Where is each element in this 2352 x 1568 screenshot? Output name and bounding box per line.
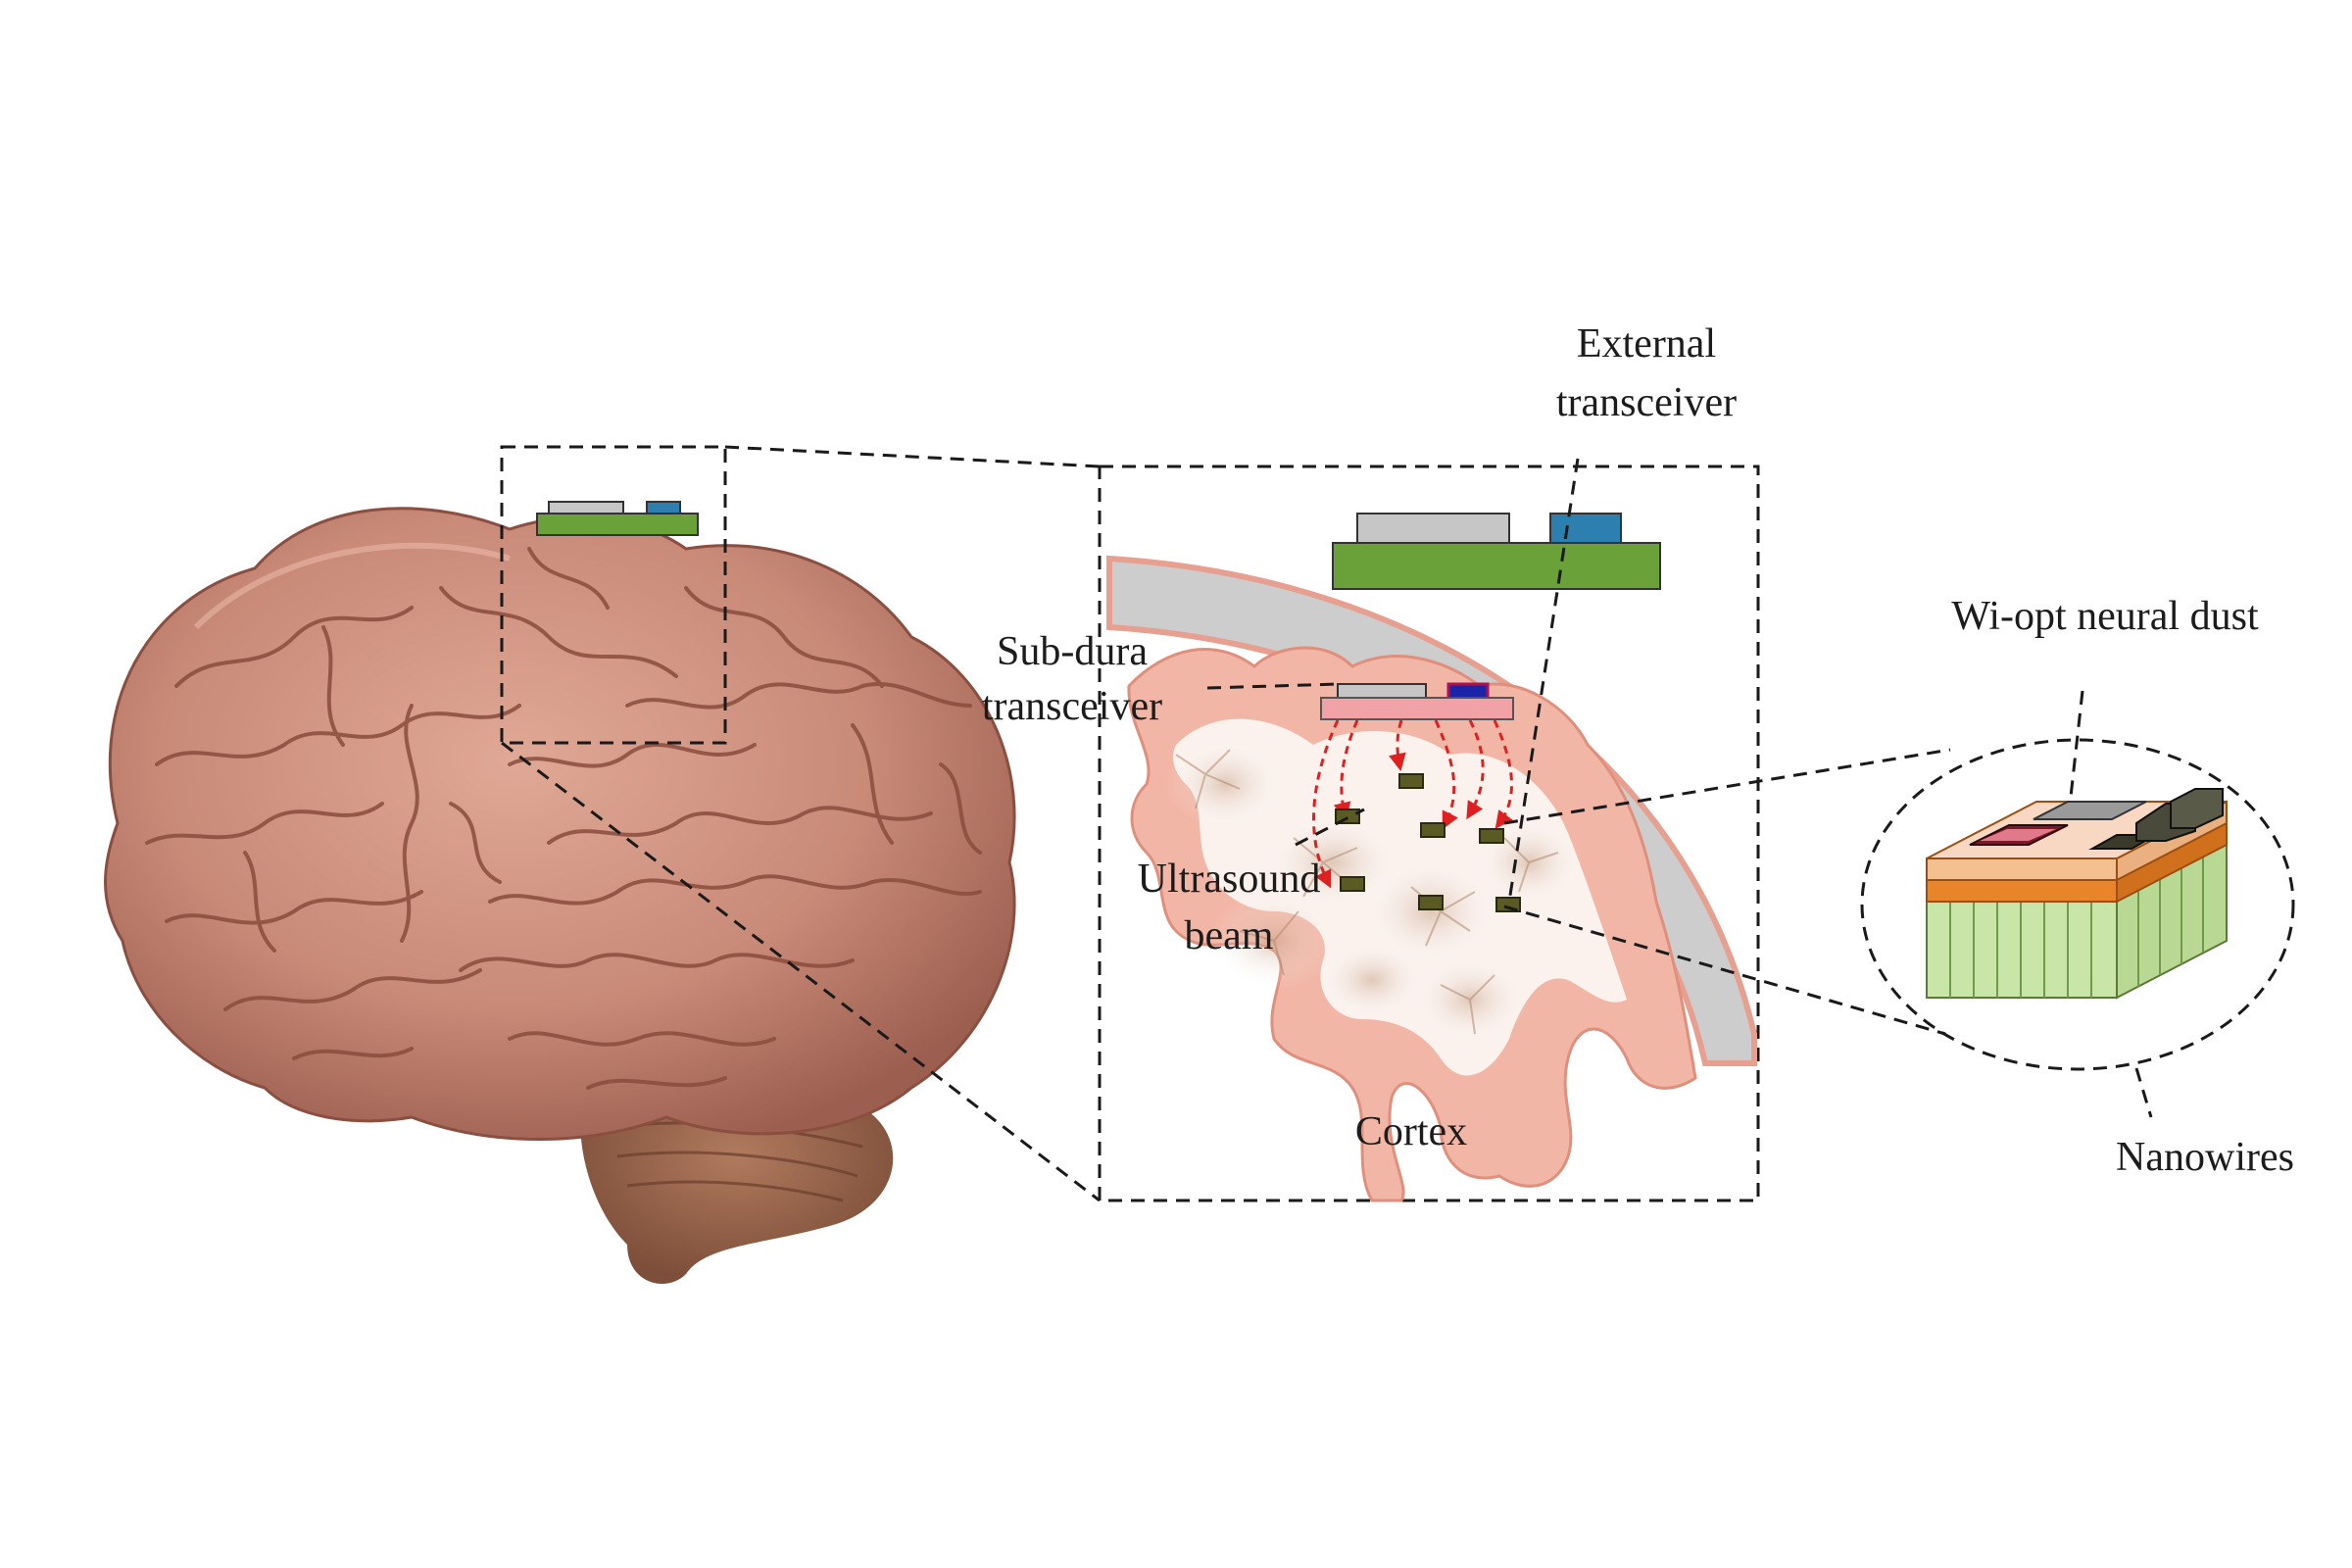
label-ultrasound-line2: beam: [1185, 913, 1274, 958]
label-neural-dust: Wi-opt neural dust: [1951, 594, 2259, 639]
leader-lines: [1206, 458, 2153, 1118]
neural-dust-motes: [1335, 773, 1521, 912]
cortex-cross-section: [1106, 513, 1757, 1202]
label-subdura-line1: Sub-dura: [997, 629, 1148, 674]
zoom-connectors: [501, 445, 1101, 1202]
neural-dust-device: [1926, 788, 2228, 1000]
subdura-transceiver: [1320, 682, 1514, 720]
small-board: [536, 513, 699, 536]
board-green: [1332, 542, 1661, 590]
cerebrum: [104, 507, 1016, 1141]
chip-blue: [1549, 513, 1622, 546]
subdura-board: [1320, 697, 1514, 720]
chip-gray: [1356, 513, 1510, 546]
label-nanowires: Nanowires: [2116, 1135, 2294, 1180]
external-transceiver: [1332, 513, 1661, 590]
label-ultrasound-line1: Ultrasound: [1138, 857, 1321, 902]
cortex-zoom-panel: [1098, 465, 1760, 1202]
ultrasound-beams: [1312, 719, 1513, 889]
labels: External transceiver Sub-dura transceive…: [982, 321, 2294, 1180]
label-subdura-line2: transceiver: [982, 684, 1162, 729]
label-cortex: Cortex: [1355, 1109, 1467, 1154]
brain-zoom-box: [500, 445, 727, 745]
neural-dust-zoom-ellipse: [1860, 738, 2295, 1071]
label-external-line1: External: [1577, 321, 1716, 367]
label-external-line2: transceiver: [1556, 380, 1737, 425]
brain-sulci: [145, 547, 982, 1090]
external-transceiver-small: [536, 501, 699, 536]
brain-illustration: [104, 507, 1016, 1284]
